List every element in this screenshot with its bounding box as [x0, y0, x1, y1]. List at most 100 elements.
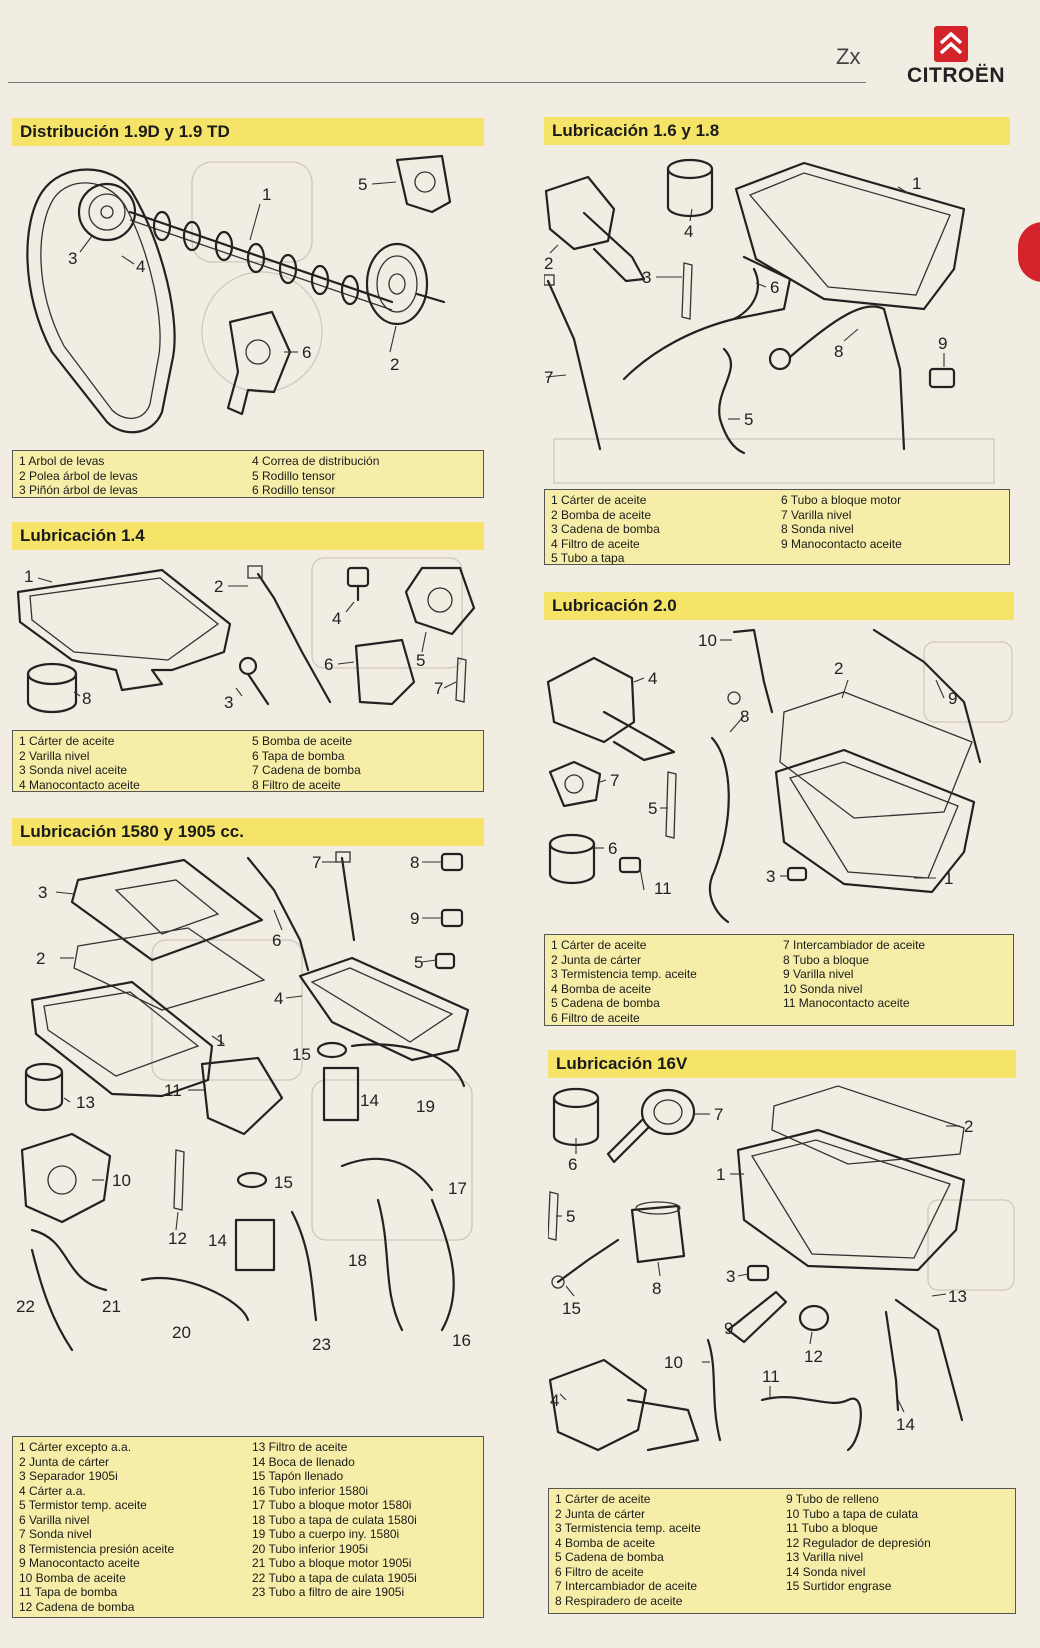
legend-item: 10 Sonda nivel [783, 981, 863, 996]
callout: 6 [324, 655, 333, 674]
callout: 4 [332, 609, 341, 628]
exploded-diagram: 1 2 3 4 5 6 7 8 9 [544, 149, 1010, 485]
legend-item: 8 Respiradero de aceite [555, 1593, 683, 1608]
callout: 2 [544, 254, 553, 273]
callout: 14 [360, 1091, 379, 1110]
callout: 6 [272, 931, 281, 950]
legend-item: 13 Filtro de aceite [252, 1440, 348, 1454]
legend-item: 3 Piñón árbol de levas [19, 483, 138, 497]
callout: 1 [216, 1031, 225, 1050]
callout: 11 [654, 879, 672, 898]
callout: 5 [416, 651, 425, 670]
callout: 2 [36, 949, 45, 968]
callout: 15 [292, 1045, 311, 1064]
legend-item: 20 Tubo inferior 1905i [252, 1541, 369, 1556]
legend-item: 6 Tubo a bloque motor [781, 493, 902, 507]
legend-item: 7 Varilla nivel [781, 507, 852, 522]
callout: 7 [312, 853, 321, 872]
legend-item: 8 Termistencia presión aceite [19, 1541, 175, 1556]
callout: 4 [648, 669, 657, 688]
parts-legend: 1 Cárter de aceite 2 Junta de cárter 3 T… [544, 934, 1014, 1026]
legend-item: 4 Cárter a.a. [19, 1483, 86, 1498]
legend-item: 5 Termistor temp. aceite [19, 1498, 147, 1512]
legend-col-left: 1 Cárter de aceite 2 Bomba de aceite 3 C… [551, 493, 773, 566]
legend-item: 1 Cárter de aceite [551, 938, 647, 952]
section-title: Distribución 1.9D y 1.9 TD [12, 118, 484, 146]
legend-item: 4 Manocontacto aceite [19, 777, 140, 792]
callout: 4 [136, 257, 145, 276]
red-tab-marker [1018, 222, 1040, 282]
exploded-diagram: 1 2 3 4 5 6 7 8 9 10 11 [544, 622, 1014, 932]
legend-item: 10 Bomba de aceite [19, 1570, 126, 1585]
legend-item: 3 Termistencia temp. aceite [555, 1521, 701, 1535]
callout: 9 [724, 1319, 733, 1338]
callout: 6 [770, 278, 779, 297]
legend-item: 5 Tubo a tapa [551, 551, 625, 565]
legend-item: 2 Bomba de aceite [551, 507, 652, 522]
legend-item: 2 Varilla nivel [19, 748, 90, 763]
exploded-diagram: 1 2 3 4 5 6 7 8 9 10 11 12 13 14 15 [548, 1080, 1016, 1490]
legend-item: 5 Cadena de bomba [551, 996, 660, 1010]
callout: 10 [664, 1353, 683, 1372]
legend-item: 5 Rodillo tensor [252, 468, 336, 483]
callout: 20 [172, 1323, 191, 1342]
legend-item: 11 Manocontacto aceite [783, 996, 910, 1010]
callout: 1 [262, 185, 271, 204]
callout: 3 [224, 693, 233, 712]
callout: 8 [652, 1279, 661, 1298]
legend-item: 1 Cárter de aceite [551, 493, 647, 507]
legend-item: 1 Cárter de aceite [19, 734, 115, 748]
callout: 8 [740, 707, 749, 726]
callout: 4 [550, 1391, 559, 1410]
legend-item: 22 Tubo a tapa de culata 1905i [252, 1570, 417, 1585]
callout: 12 [168, 1229, 187, 1248]
legend-item: 18 Tubo a tapa de culata 1580i [252, 1512, 417, 1527]
callout: 7 [714, 1105, 723, 1124]
legend-item: 11 Tubo a bloque [786, 1521, 878, 1535]
callout: 11 [164, 1081, 182, 1100]
legend-item: 8 Tubo a bloque [783, 952, 870, 967]
callout: 3 [766, 867, 775, 886]
legend-col-left: 1 Cárter de aceite 2 Junta de cárter 3 T… [555, 1492, 778, 1610]
legend-item: 3 Cadena de bomba [551, 522, 660, 536]
callout: 14 [896, 1415, 915, 1434]
callout: 1 [716, 1165, 725, 1184]
callout: 10 [698, 631, 717, 650]
legend-item: 1 Cárter excepto a.a. [19, 1440, 132, 1454]
callout: 15 [274, 1173, 293, 1192]
callout: 3 [68, 249, 77, 268]
legend-item: 2 Junta de cárter [551, 952, 642, 967]
callout: 13 [76, 1093, 95, 1112]
legend-col-left: 1 Cárter de aceite 2 Junta de cárter 3 T… [551, 938, 775, 1025]
legend-item: 5 Bomba de aceite [252, 734, 353, 748]
legend-item: 6 Filtro de aceite [555, 1564, 644, 1579]
legend-item: 14 Sonda nivel [786, 1564, 866, 1579]
legend-item: 8 Sonda nivel [781, 522, 854, 536]
legend-item: 13 Varilla nivel [786, 1550, 864, 1564]
callout: 14 [208, 1231, 227, 1250]
section-distribucion-19: Distribución 1.9D y 1.9 TD [12, 118, 484, 500]
legend-item: 7 Intercambiador de aceite [783, 938, 926, 952]
callout: 13 [948, 1287, 967, 1306]
section-title: Lubricación 1.6 y 1.8 [544, 117, 1010, 145]
callout: 6 [608, 839, 617, 858]
legend-item: 9 Manocontacto aceite [19, 1556, 140, 1570]
callout: 23 [312, 1335, 331, 1354]
section-lubricacion-16-18: Lubricación 1.6 y 1.8 [544, 117, 1010, 567]
legend-item: 21 Tubo a bloque motor 1905i [252, 1556, 412, 1570]
callout: 5 [648, 799, 657, 818]
legend-item: 1 Arbol de levas [19, 454, 105, 468]
section-title: Lubricación 1.4 [12, 522, 484, 550]
callout: 7 [544, 368, 553, 387]
legend-item: 7 Cadena de bomba [252, 763, 361, 777]
legend-item: 14 Boca de llenado [252, 1454, 355, 1469]
legend-item: 6 Tapa de bomba [252, 748, 345, 763]
legend-item: 15 Surtidor engrase [786, 1579, 892, 1593]
legend-item: 10 Tubo a tapa de culata [786, 1506, 919, 1521]
exploded-diagram: 1 2 3 4 5 6 7 8 [12, 552, 484, 728]
callout: 5 [566, 1207, 575, 1226]
brand-block: CITROËN [896, 24, 1016, 90]
legend-col-right: 7 Intercambiador de aceite 8 Tubo a bloq… [783, 938, 1007, 1025]
callout: 9 [948, 689, 957, 708]
legend-item: 1 Cárter de aceite [555, 1492, 651, 1506]
